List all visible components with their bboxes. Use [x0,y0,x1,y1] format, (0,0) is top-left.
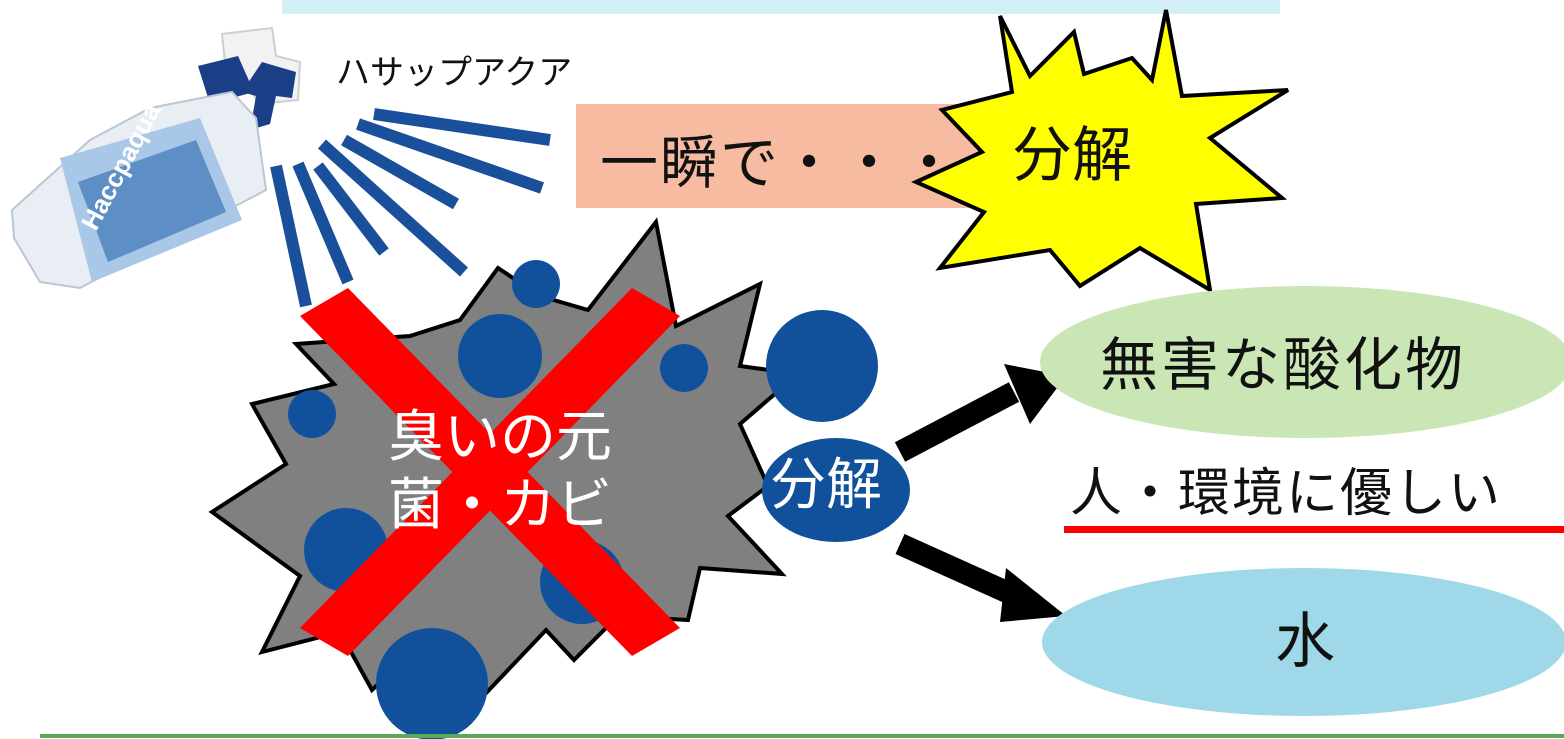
explosion-burst-icon [911,9,1290,294]
decompose-badge [762,438,910,542]
odor-source-line1: 臭いの元 [388,405,612,470]
odor-source-line2: 菌・カビ [388,473,612,538]
decompose-label: 分解 [770,453,882,518]
bottom-line [40,734,1564,738]
spray-bottle-icon: Haccpaqua [10,26,302,290]
eco-friendly-label: 人・環境に優しい [1070,464,1503,524]
top-band [282,0,1280,14]
harmless-oxide-label: 無害な酸化物 [1100,331,1467,399]
burst-decompose-text: 分解 [1012,121,1132,191]
prohibit-x-icon [300,288,680,656]
instant-text: 一瞬で・・・ [600,129,961,197]
spray-lines [270,108,551,308]
eco-underline [1064,526,1564,533]
oxide-ellipse [1040,286,1564,438]
water-ellipse [1042,568,1564,716]
arrow-to-water-icon [895,533,1066,622]
product-name-label: ハサップアクア [336,53,573,93]
arrow-to-oxide-icon [894,364,1066,462]
water-label: 水 [1275,607,1335,677]
